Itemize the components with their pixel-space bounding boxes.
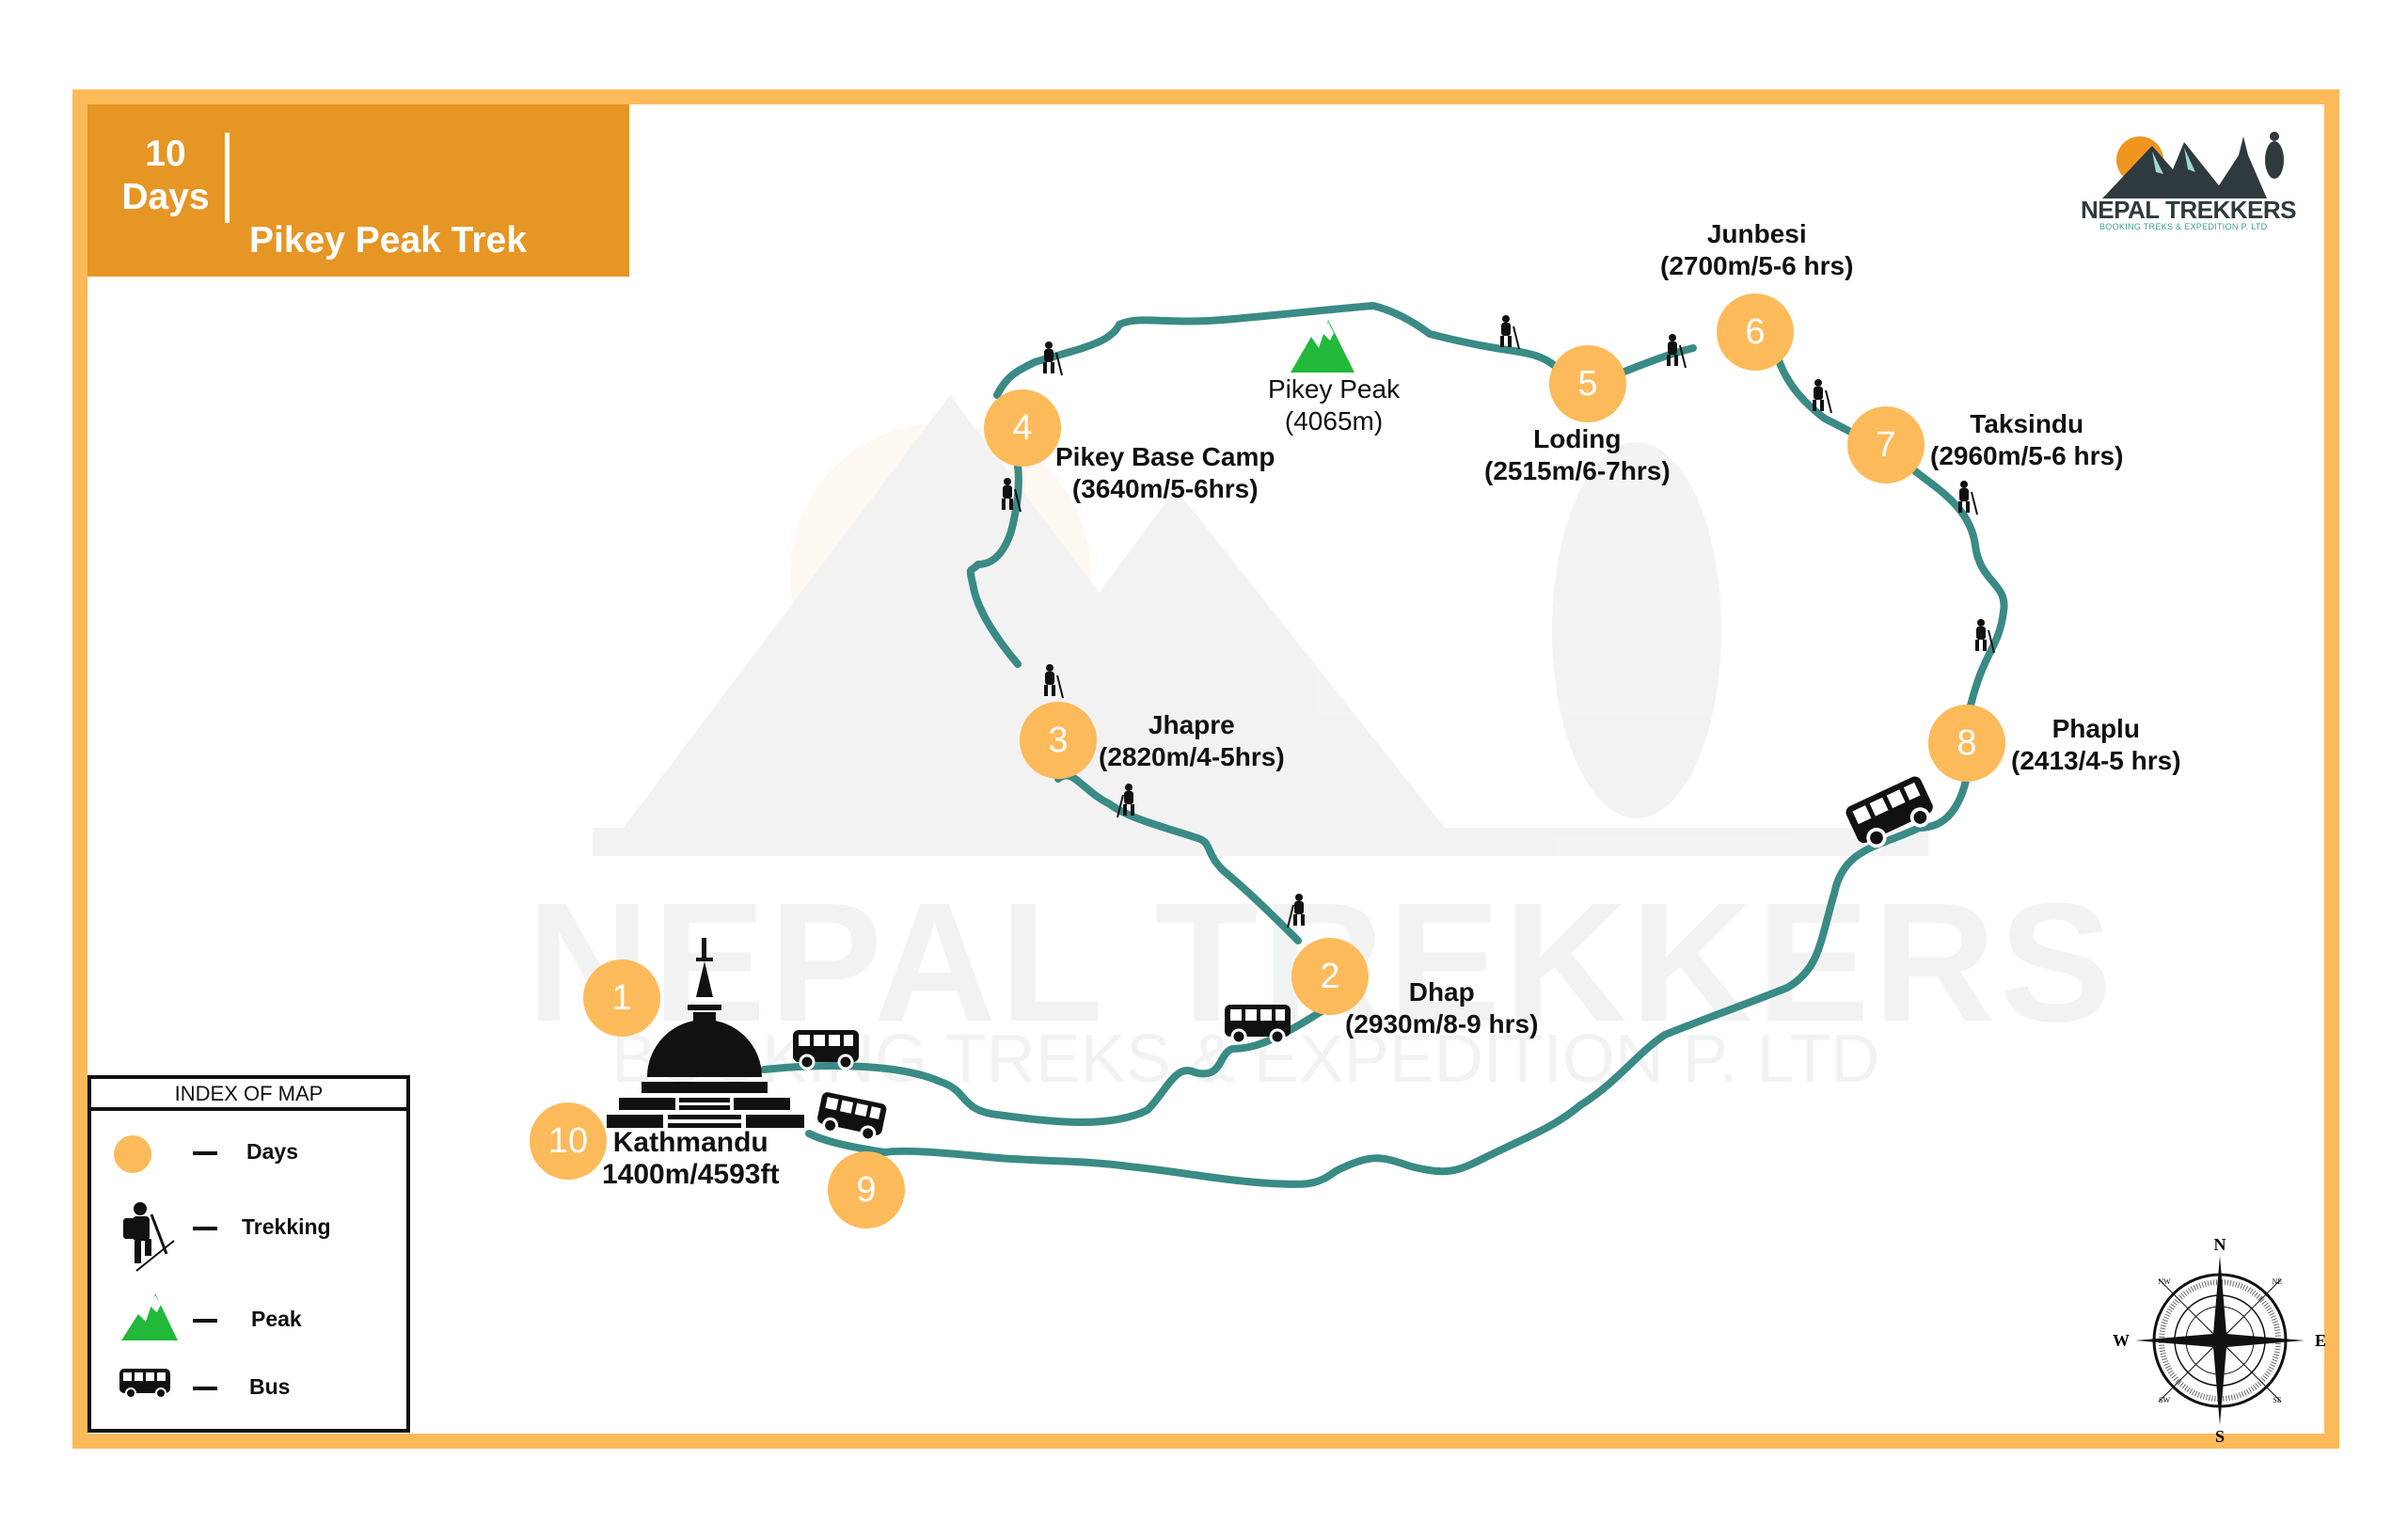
legend-label: Peak — [251, 1307, 302, 1331]
peak-name: Pikey Peak — [1268, 374, 1401, 404]
stop-name: Loding — [1533, 424, 1622, 453]
legend-dash — [193, 1387, 217, 1390]
day-marker-3: 3 — [1020, 702, 1097, 779]
stop-detail: (3640m/5-6hrs) — [1071, 474, 1259, 503]
legend-dash — [193, 1227, 217, 1230]
svg-text:SE: SE — [2273, 1396, 2281, 1404]
peak-icon — [121, 1293, 178, 1340]
bus-icon — [1846, 776, 1933, 848]
bus-icon — [817, 1092, 887, 1142]
trekker-icon — [1043, 341, 1063, 376]
trekker-icon — [1117, 784, 1134, 818]
legend-label: Bus — [249, 1374, 291, 1399]
svg-text:NW: NW — [2158, 1277, 2171, 1286]
stop-name: Taksindu — [1970, 409, 2084, 438]
stop-detail: (2413/4-5 hrs) — [2011, 746, 2181, 775]
stop-label-junbesi: Junbesi (2700m/5-6 hrs) — [1660, 218, 1853, 282]
day-marker-5: 5 — [1549, 345, 1626, 422]
legend-label: Days — [246, 1139, 298, 1164]
peak-elevation: (4065m) — [1284, 406, 1384, 436]
stop-detail: (2700m/5-6 hrs) — [1660, 251, 1854, 280]
trekker-icon — [123, 1202, 175, 1272]
peak-icon — [1291, 320, 1354, 373]
trekker-icon — [1667, 334, 1687, 369]
legend-item-trekking: Trekking — [91, 1201, 406, 1272]
legend-label: Trekking — [242, 1214, 331, 1239]
day-marker-7: 7 — [1847, 406, 1925, 484]
stop-name: Jhapre — [1148, 710, 1235, 739]
stop-label-taksindu: Taksindu (2960m/5-6 hrs) — [1930, 408, 2123, 472]
stop-name: Phaplu — [2052, 714, 2140, 743]
bus-icon — [119, 1369, 170, 1399]
trekker-icon — [1500, 315, 1520, 350]
stop-label-loding: Loding (2515m/6-7hrs) — [1484, 423, 1671, 487]
stop-label-pikey-base-camp: Pikey Base Camp (3640m/5-6hrs) — [1055, 441, 1275, 505]
bus-icon — [1225, 1005, 1291, 1045]
stop-detail: (2820m/4-5hrs) — [1099, 742, 1285, 771]
logo-name: NEPAL TREKKERS — [2081, 196, 2296, 224]
svg-text:SW: SW — [2159, 1396, 2170, 1404]
legend-dash — [193, 1151, 217, 1155]
stop-label-dhap: Dhap (2930m/8-9 hrs) — [1345, 976, 1538, 1040]
trekker-icon — [1002, 478, 1022, 513]
bus-icon — [793, 1030, 859, 1070]
nepal-trekkers-logo-icon — [2102, 132, 2284, 198]
trekker-icon — [1975, 619, 1995, 654]
stop-name: Dhap — [1408, 977, 1475, 1007]
stop-label-kathmandu: Kathmandu 1400m/4593ft — [602, 1127, 779, 1191]
duration-unit: Days — [121, 177, 210, 217]
duration-number: 10 — [145, 134, 186, 174]
svg-text:NE: NE — [2273, 1277, 2283, 1286]
legend-dash — [193, 1319, 217, 1323]
trekker-icon — [1044, 664, 1064, 699]
trek-title: Pikey Peak Trek Trek – 10 Days — [249, 133, 527, 479]
duration-label: 10 Days — [104, 133, 227, 219]
svg-text:S: S — [2215, 1427, 2225, 1444]
legend-item-days: Days — [91, 1126, 406, 1182]
day-marker-8: 8 — [1928, 705, 2005, 782]
day-marker-1: 1 — [583, 959, 660, 1037]
trekker-icon — [1958, 481, 1978, 515]
day-marker-10: 10 — [530, 1102, 607, 1180]
legend-item-peak: Peak — [91, 1293, 406, 1350]
legend-item-bus: Bus — [91, 1361, 406, 1418]
stop-detail: (2515m/6-7hrs) — [1484, 456, 1671, 485]
day-marker-4: 4 — [984, 389, 1061, 467]
stop-detail: 1400m/4593ft — [602, 1159, 780, 1190]
svg-text:W: W — [2113, 1331, 2130, 1350]
stop-name: Junbesi — [1706, 219, 1807, 248]
compass-rose-icon: N S E W NW NE SW SE — [2113, 1235, 2326, 1444]
day-circle-icon — [114, 1135, 151, 1173]
day-marker-6: 6 — [1717, 293, 1794, 371]
trek-title-line1: Pikey Peak Trek — [249, 220, 527, 261]
logo-subtitle: BOOKING TREKS & EXPEDITION P. LTD — [2099, 222, 2268, 231]
stop-label-phaplu: Phaplu (2413/4-5 hrs) — [2011, 713, 2181, 777]
trekker-icons — [1002, 315, 1995, 928]
title-banner: 10 Days Pikey Peak Trek Trek – 10 Days — [87, 104, 629, 390]
stupa-icon — [607, 938, 804, 1128]
map-legend: INDEX OF MAP Days Trekking Peak Bus — [87, 1075, 410, 1433]
stop-name: Pikey Base Camp — [1055, 442, 1275, 471]
svg-text:E: E — [2315, 1331, 2326, 1350]
legend-title: INDEX OF MAP — [91, 1079, 406, 1111]
day-marker-2: 2 — [1291, 938, 1369, 1015]
peak-label: Pikey Peak (4065m) — [1268, 373, 1400, 437]
title-divider — [225, 133, 230, 223]
stop-label-jhapre: Jhapre (2820m/4-5hrs) — [1099, 709, 1285, 773]
day-marker-9: 9 — [828, 1151, 905, 1229]
stop-detail: (2930m/8-9 hrs) — [1345, 1009, 1539, 1039]
trekker-icon — [1287, 894, 1305, 928]
trekker-icon — [1813, 379, 1832, 414]
svg-text:N: N — [2214, 1235, 2226, 1254]
stop-detail: (2960m/5-6 hrs) — [1930, 441, 2124, 470]
stop-name: Kathmandu — [612, 1127, 768, 1158]
trek-title-line2: Trek – 10 Days — [249, 350, 505, 390]
